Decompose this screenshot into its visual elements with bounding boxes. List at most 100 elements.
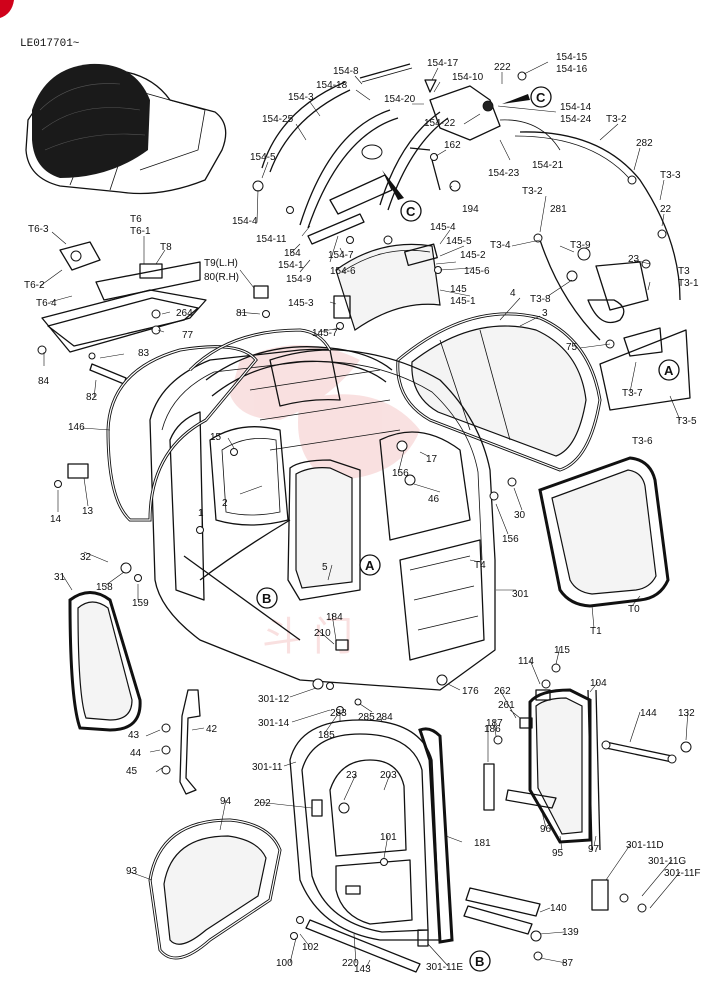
part-label: 301-11F (664, 868, 701, 879)
part-label: 154-16 (556, 64, 588, 75)
part-label: 301-11G (648, 856, 686, 867)
part-label: 154-17 (427, 58, 459, 69)
part-label: 162 (444, 140, 461, 151)
part-label: 100 (276, 958, 293, 969)
part-label: 154-7 (328, 250, 354, 261)
part-label: 261 (498, 700, 515, 711)
part-label: 80(R.H) (204, 272, 239, 283)
part-label: 220 (342, 958, 359, 969)
part-label: 2 (222, 498, 228, 509)
part-label: 145-7 (312, 328, 338, 339)
part-label: 101 (380, 832, 397, 843)
svg-text:C: C (406, 204, 416, 219)
part-label: 159 (132, 598, 149, 609)
part-label: 184 (326, 612, 343, 623)
part-label: 284 (376, 712, 393, 723)
part-label: 156 (502, 534, 519, 545)
part-label: 154-8 (333, 66, 359, 77)
part-label: 301-11E (426, 962, 463, 973)
hinge-parts (463, 879, 647, 961)
part-label: T1 (590, 626, 602, 637)
part-label: 154-22 (424, 118, 456, 129)
part-label: 282 (636, 138, 653, 149)
part-label: 154-15 (556, 52, 588, 63)
corner-mark (0, 0, 14, 18)
part-label: T3-3 (660, 170, 681, 181)
part-label: 146 (68, 422, 85, 433)
hatched-cab (32, 63, 150, 178)
part-label: 87 (562, 958, 574, 969)
part-label: 32 (80, 552, 92, 563)
part-label: T8 (160, 242, 172, 253)
front-glass-3-4 (396, 312, 602, 472)
part-label: T0 (628, 604, 640, 615)
svg-text:A: A (664, 363, 674, 378)
part-label: 22 (660, 204, 672, 215)
part-label: 145-5 (446, 236, 472, 247)
machine-inset (25, 63, 227, 195)
part-label: T9(L.H) (204, 258, 238, 269)
svg-text:C: C (536, 90, 546, 105)
rear-glass-T0-T1 (538, 456, 670, 608)
part-label: 15 (210, 432, 222, 443)
rear-glass-93-94 (148, 818, 282, 960)
part-label: 154-14 (560, 102, 592, 113)
part-label: 42 (206, 724, 218, 735)
callout-A-right: A (658, 359, 680, 381)
part-label: 17 (426, 454, 438, 465)
part-label: 301-11D (626, 840, 664, 851)
part-label: T6-2 (24, 280, 45, 291)
part-label: 145 (450, 284, 467, 295)
part-label: T3-9 (570, 240, 591, 251)
part-label: 154-3 (288, 92, 314, 103)
part-label: 145-1 (450, 296, 476, 307)
part-label: 140 (550, 903, 567, 914)
svg-text:B: B (475, 954, 484, 969)
part-label: 102 (302, 942, 319, 953)
part-label: 185 (318, 730, 335, 741)
glass-frame-104 (505, 688, 601, 851)
door-301-11 (289, 719, 454, 973)
part-label: 23 (628, 254, 640, 265)
part-label: 262 (494, 686, 511, 697)
part-label: 45 (126, 766, 138, 777)
side-glass-31-32 (68, 591, 142, 732)
svg-text:斗 门: 斗 门 (262, 615, 353, 659)
part-label: 281 (550, 204, 567, 215)
part-label: 187 (486, 718, 503, 729)
part-label: 154 (284, 248, 301, 259)
part-label: T6 (130, 214, 142, 225)
part-label: T3-6 (632, 436, 653, 447)
part-label: 154-25 (262, 114, 294, 125)
cab-frame-301 (149, 346, 496, 691)
part-label: 132 (678, 708, 695, 719)
part-label: 194 (462, 204, 479, 215)
seal-146 (106, 345, 258, 522)
part-label: 43 (128, 730, 140, 741)
part-label: 82 (86, 392, 98, 403)
part-label: 75 (566, 342, 578, 353)
part-label: T3-8 (530, 294, 551, 305)
callout-B-left: B (256, 587, 278, 609)
part-label: 46 (428, 494, 440, 505)
leader-lines (39, 61, 689, 969)
fasteners (54, 440, 561, 811)
roof-glass-145 (333, 235, 442, 331)
part-label: 4 (510, 288, 516, 299)
part-label: 114 (518, 656, 534, 667)
part-label: 154-1 (278, 260, 304, 271)
part-label: 145-4 (430, 222, 456, 233)
part-label: 203 (380, 770, 397, 781)
watermark: 斗 门 (230, 345, 420, 659)
svg-text:A: A (365, 558, 375, 573)
part-label: 154-4 (232, 216, 258, 227)
part-label: 222 (494, 62, 511, 73)
part-label: 145-3 (288, 298, 314, 309)
callout-C-lower: C (382, 170, 422, 222)
part-label: T3-2 (522, 186, 543, 197)
front-wiper-T3 (514, 131, 691, 411)
part-label: 23 (346, 770, 358, 781)
part-label: 186 (484, 724, 501, 735)
part-label: 301 (512, 589, 529, 600)
